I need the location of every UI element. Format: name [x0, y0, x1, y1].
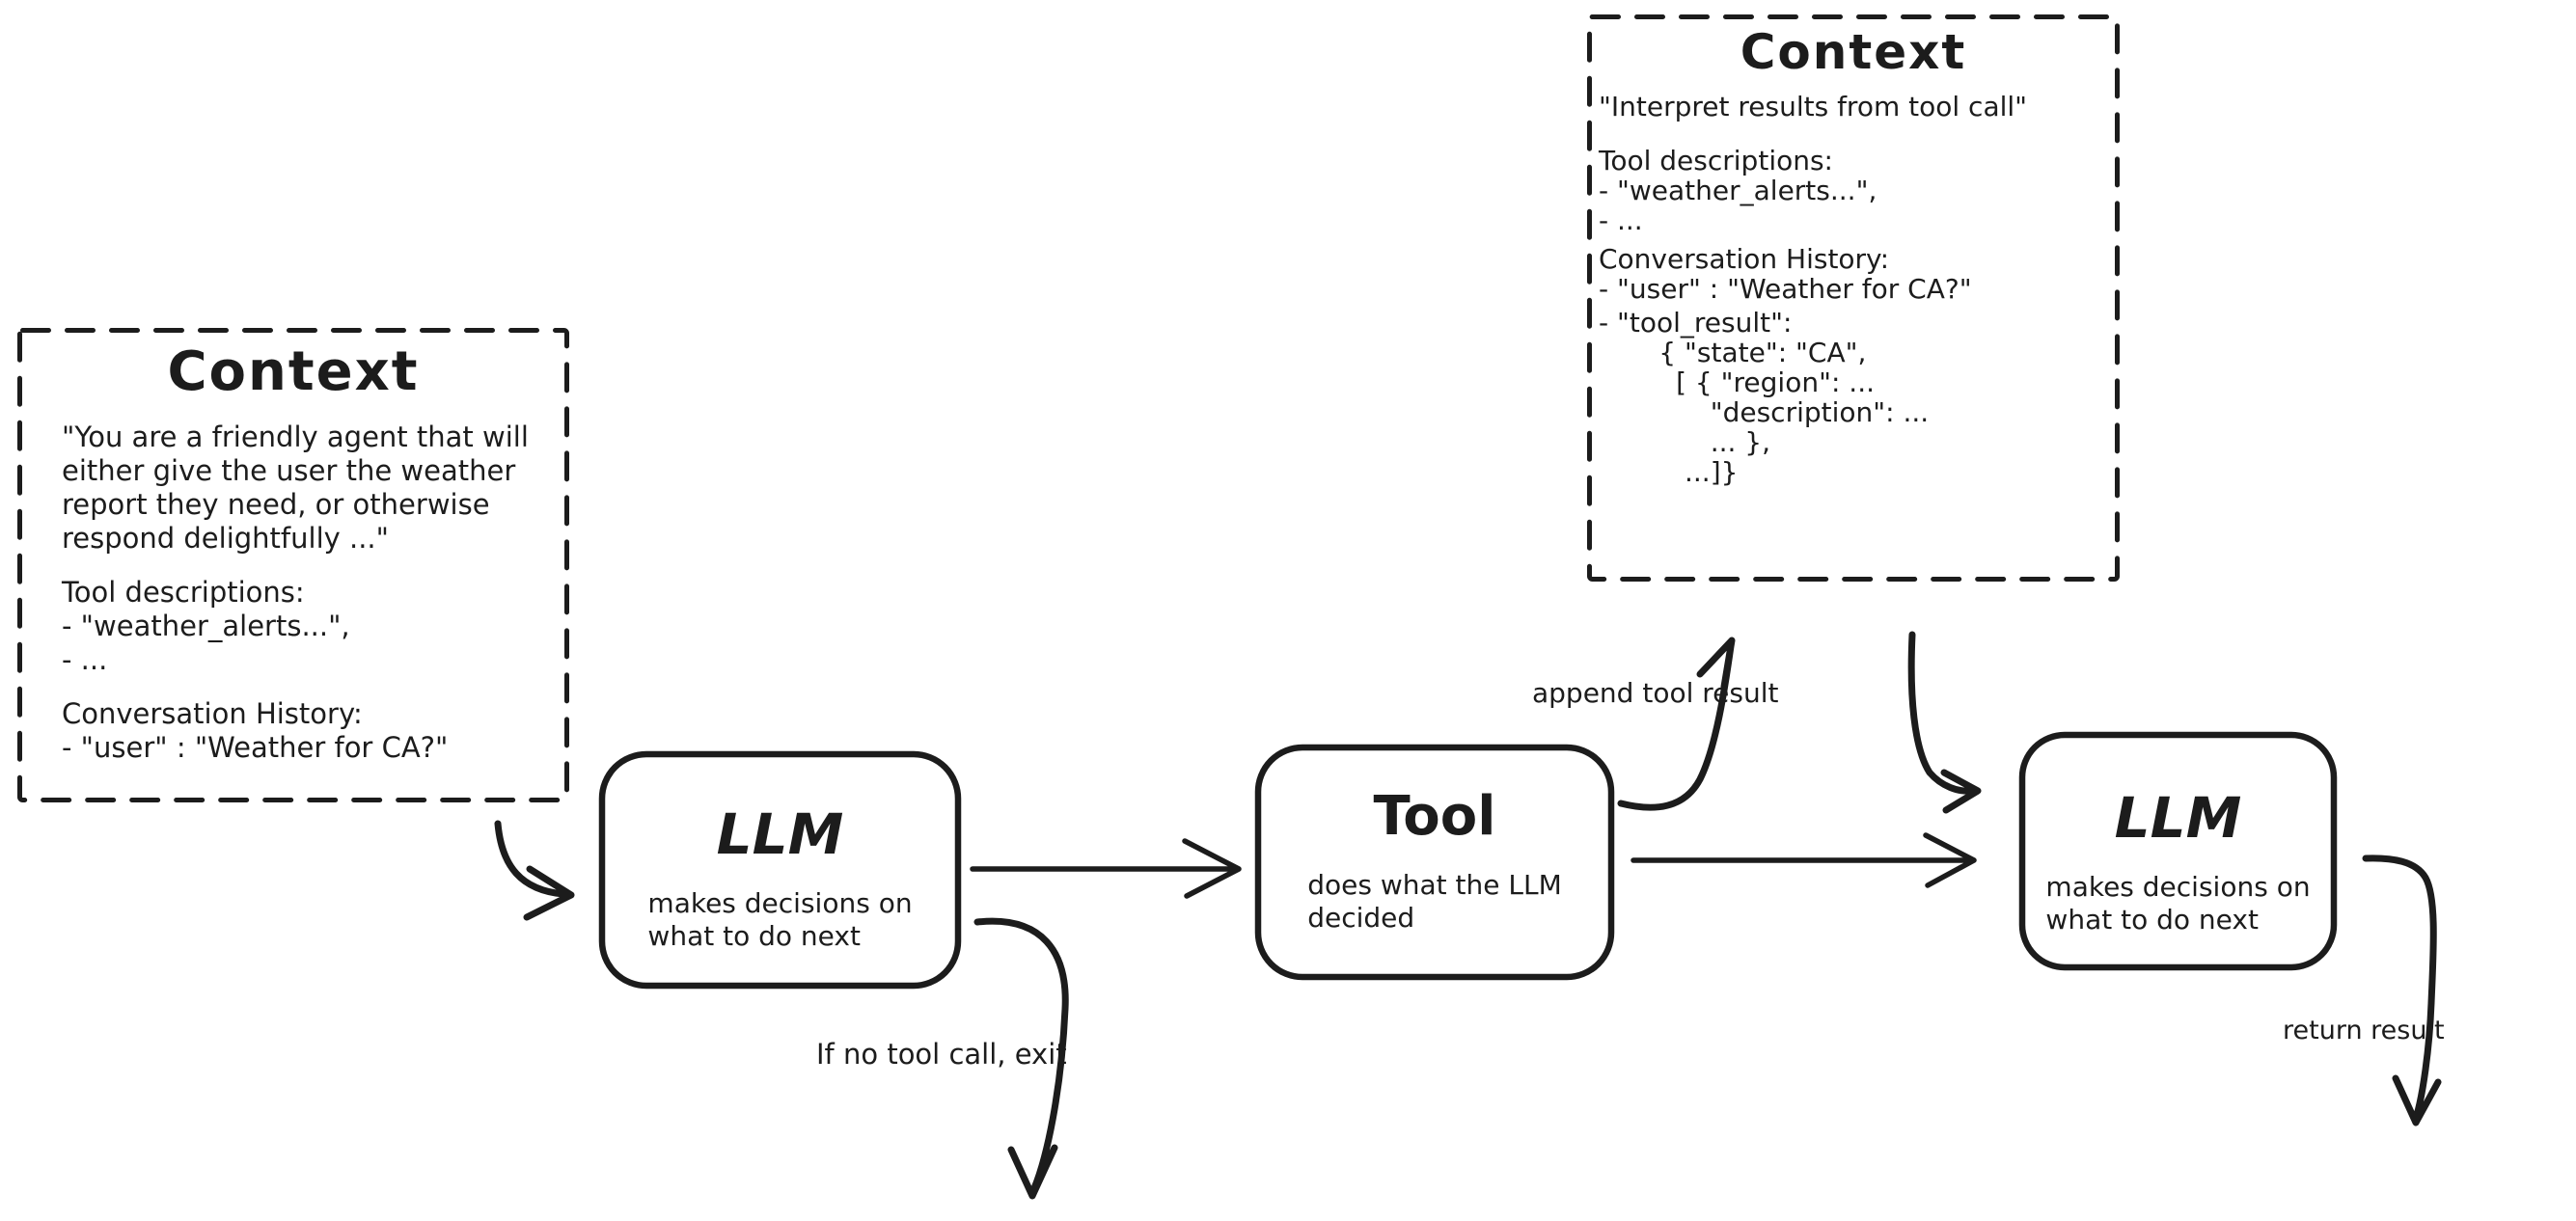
conversation-history-text: Conversation History: - "user" : "Weathe…: [62, 697, 449, 764]
arrow-context-left-to-llm-1: [494, 820, 575, 921]
llm-node-1: LLM makes decisions on what to do next: [599, 751, 961, 998]
llm-node-2: LLM makes decisions on what to do next: [2019, 732, 2337, 982]
arrow-llm-1-to-tool: [970, 838, 1242, 899]
context-right-border: [1587, 14, 2120, 582]
arrow-llm-2-return: [2362, 855, 2442, 1126]
conversation-history-text: Conversation History: - "user" : "Weathe…: [1599, 243, 1972, 305]
context-left-border: [17, 328, 569, 802]
context-box-left: Context "You are a friendly agent that w…: [17, 328, 569, 802]
interpret-instruction-text: "Interpret results from tool call": [1599, 91, 2028, 122]
arrow-llm-1-exit: [973, 917, 1069, 1200]
tool-node-title: Tool: [1373, 785, 1496, 848]
tool-node: Tool does what the LLM decided: [1255, 745, 1614, 980]
llm-1-node-border: [598, 750, 962, 990]
tool-node-border: [1254, 744, 1615, 981]
context-box-right: Context "Interpret results from tool cal…: [1587, 14, 2120, 582]
llm-2-node-border: [2018, 731, 2338, 971]
context-right-body: "Interpret results from tool call" Tool …: [1599, 92, 2112, 487]
llm-node-2-title: LLM: [2114, 784, 2242, 851]
llm-node-1-title: LLM: [716, 801, 844, 867]
context-left-body: "You are a friendly agent that will eith…: [62, 421, 552, 785]
context-left-title: Context: [167, 340, 420, 403]
tool-result-json-text: - "tool_result": { "state": "CA", [ { "r…: [1599, 307, 1930, 488]
llm-node-1-subtitle: makes decisions on what to do next: [647, 887, 913, 952]
tool-descriptions-text: Tool descriptions: - "weather_alerts..."…: [62, 576, 350, 676]
arrow-context-right-to-llm-2: [1907, 631, 1982, 814]
llm-node-2-subtitle: makes decisions on what to do next: [2045, 870, 2311, 936]
return-result-label: return result: [2283, 1016, 2445, 1045]
if-no-tool-call-exit-label: If no tool call, exit: [816, 1038, 1067, 1071]
tool-descriptions-text: Tool descriptions: - "weather_alerts..."…: [1599, 145, 1877, 236]
arrow-tool-to-context-right: [1617, 637, 1736, 811]
append-tool-result-label: append tool result: [1532, 677, 1779, 709]
system-prompt-text: "You are a friendly agent that will eith…: [62, 421, 529, 555]
context-right-title: Context: [1740, 24, 1967, 80]
arrow-tool-to-llm-2: [1631, 832, 1977, 888]
tool-node-subtitle: does what the LLM decided: [1307, 869, 1562, 934]
